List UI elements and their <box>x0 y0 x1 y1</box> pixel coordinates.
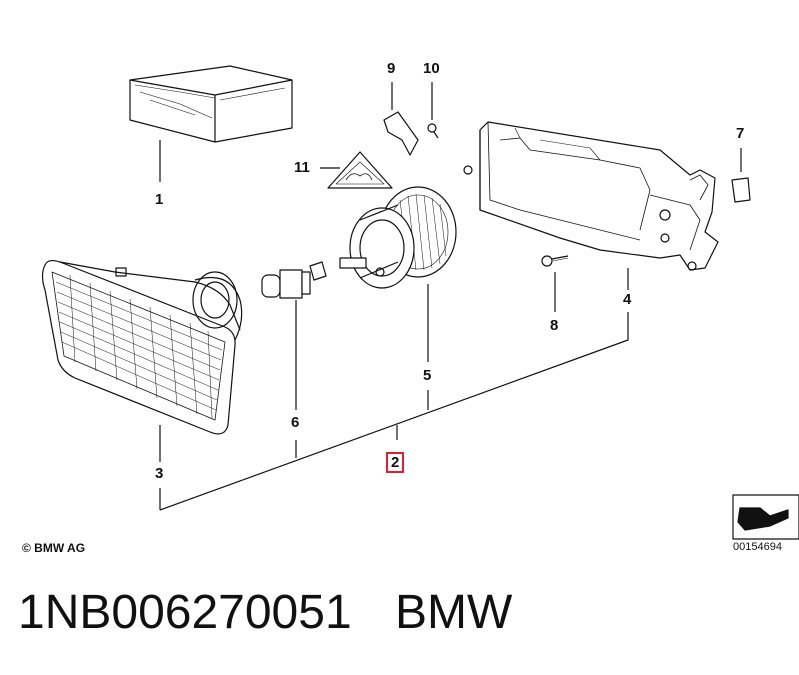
callout-1: 1 <box>155 191 164 208</box>
screw-part-8 <box>541 255 569 312</box>
fog-lamp-part-3 <box>41 259 243 462</box>
callout-2-highlighted[interactable]: 2 <box>386 452 405 473</box>
warning-label-part-11 <box>320 151 393 189</box>
part-number: 1NB006270051 <box>18 586 352 639</box>
callout-4: 4 <box>623 291 632 308</box>
housing-bracket-part-4 <box>463 121 719 290</box>
callout-5: 5 <box>423 367 432 384</box>
copyright-label: © BMW AG <box>22 541 86 555</box>
callout-7: 7 <box>736 125 745 142</box>
callout-6: 6 <box>291 414 300 431</box>
clip-nut-part-7 <box>731 148 751 203</box>
carton-part-1 <box>129 65 293 182</box>
bulb-part-6 <box>261 261 327 410</box>
callout-9: 9 <box>387 60 396 77</box>
callout-8: 8 <box>550 317 559 334</box>
callout-10: 10 <box>423 60 440 77</box>
assembly-leader-lines <box>159 312 629 511</box>
brand-name: BMW <box>395 586 513 639</box>
clip-part-9 <box>383 82 419 156</box>
diagram-id: 00154694 <box>733 541 782 553</box>
orientation-arrow-icon <box>732 494 799 540</box>
callout-11: 11 <box>294 159 310 176</box>
screw-part-10 <box>427 82 439 139</box>
callout-3: 3 <box>155 465 164 482</box>
socket-part-5 <box>339 186 457 362</box>
